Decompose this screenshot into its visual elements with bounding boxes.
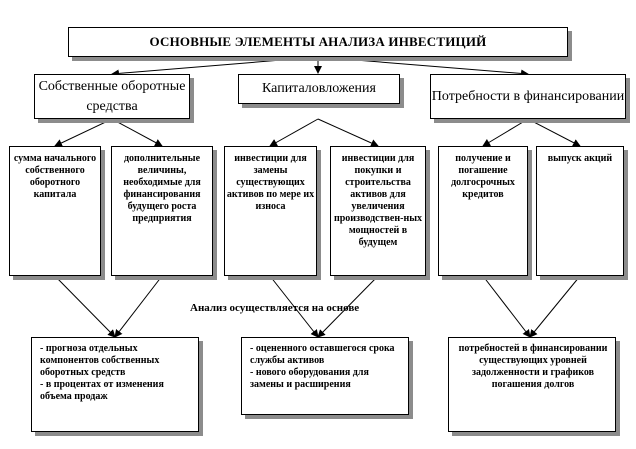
item-text: сумма начального собственного оборотного… — [13, 153, 97, 200]
item-text: инвестиции для покупки и строительства а… — [333, 153, 423, 248]
result-text: - прогноза отдельных компонентов собстве… — [40, 343, 192, 403]
arrow-cat1-to-item2 — [111, 118, 163, 147]
arrow-cat2-to-item3 — [269, 118, 319, 147]
result-line: - прогноза отдельных компонентов собстве… — [40, 343, 160, 378]
arrow-title-to-cat1 — [111, 56, 319, 78]
category-capital-investments: Капиталовложения — [238, 74, 400, 104]
arrow-cat3-to-item6 — [527, 118, 581, 147]
arrow-title-to-cat3 — [317, 56, 529, 78]
item-replacement-investments: инвестиции для замены существующих актив… — [224, 146, 317, 276]
arrow-cat1-to-item1 — [54, 118, 113, 147]
item-initial-working-capital: сумма начального собственного оборотного… — [9, 146, 101, 276]
result-line: - оцененного оставшегося срока службы ак… — [250, 343, 395, 366]
item-additional-values: дополнительные величины, необходимые для… — [111, 146, 213, 276]
result-financing-needs: потребностей в финансировании существующ… — [448, 337, 616, 432]
arrow-item4-to-result2 — [317, 275, 379, 338]
category-own-working-capital: Собственные оборотные средства — [34, 74, 190, 119]
analysis-basis-label: Анализ осуществляется на основе — [190, 302, 360, 314]
category-label: Потребности в финансировании — [431, 88, 625, 104]
item-text: инвестиции для замены существующих актив… — [226, 153, 315, 212]
category-financing-needs: Потребности в финансировании — [430, 74, 626, 119]
category-label: Собственные оборотные средства — [38, 78, 186, 114]
result-working-capital-forecast: - прогноза отдельных компонентов собстве… — [31, 337, 199, 432]
item-text: выпуск акций — [547, 153, 613, 164]
item-text: дополнительные величины, необходимые для… — [123, 153, 201, 224]
result-line: - в процентах от изменения объема продаж — [40, 379, 164, 402]
arrow-cat2-to-item4 — [317, 118, 379, 147]
arrow-item2-to-result1 — [114, 275, 163, 338]
arrow-item1-to-result1 — [54, 275, 116, 338]
arrow-item3-to-result2 — [269, 275, 319, 338]
category-label: Капиталовложения — [262, 81, 376, 96]
diagram-title-text: ОСНОВНЫЕ ЭЛЕМЕНТЫ АНАЛИЗА ИНВЕСТИЦИЙ — [149, 34, 487, 49]
result-line: - нового оборудования для замены и расши… — [250, 367, 369, 390]
item-share-issue: выпуск акций — [536, 146, 624, 276]
arrow-item5-to-result3 — [482, 275, 531, 338]
item-text: получение и погашение долгосрочных креди… — [451, 153, 515, 200]
result-assets-service-life: - оцененного оставшегося срока службы ак… — [241, 337, 409, 415]
result-text: потребностей в финансировании существующ… — [457, 343, 609, 391]
item-long-term-credits: получение и погашение долгосрочных креди… — [438, 146, 528, 276]
arrow-item6-to-result3 — [529, 275, 581, 338]
arrow-cat3-to-item5 — [482, 118, 529, 147]
result-line: потребностей в финансировании существующ… — [458, 343, 608, 390]
diagram-title: ОСНОВНЫЕ ЭЛЕМЕНТЫ АНАЛИЗА ИНВЕСТИЦИЙ — [68, 27, 568, 57]
item-expansion-investments: инвестиции для покупки и строительства а… — [330, 146, 426, 276]
result-text: - оцененного оставшегося срока службы ак… — [250, 343, 402, 391]
